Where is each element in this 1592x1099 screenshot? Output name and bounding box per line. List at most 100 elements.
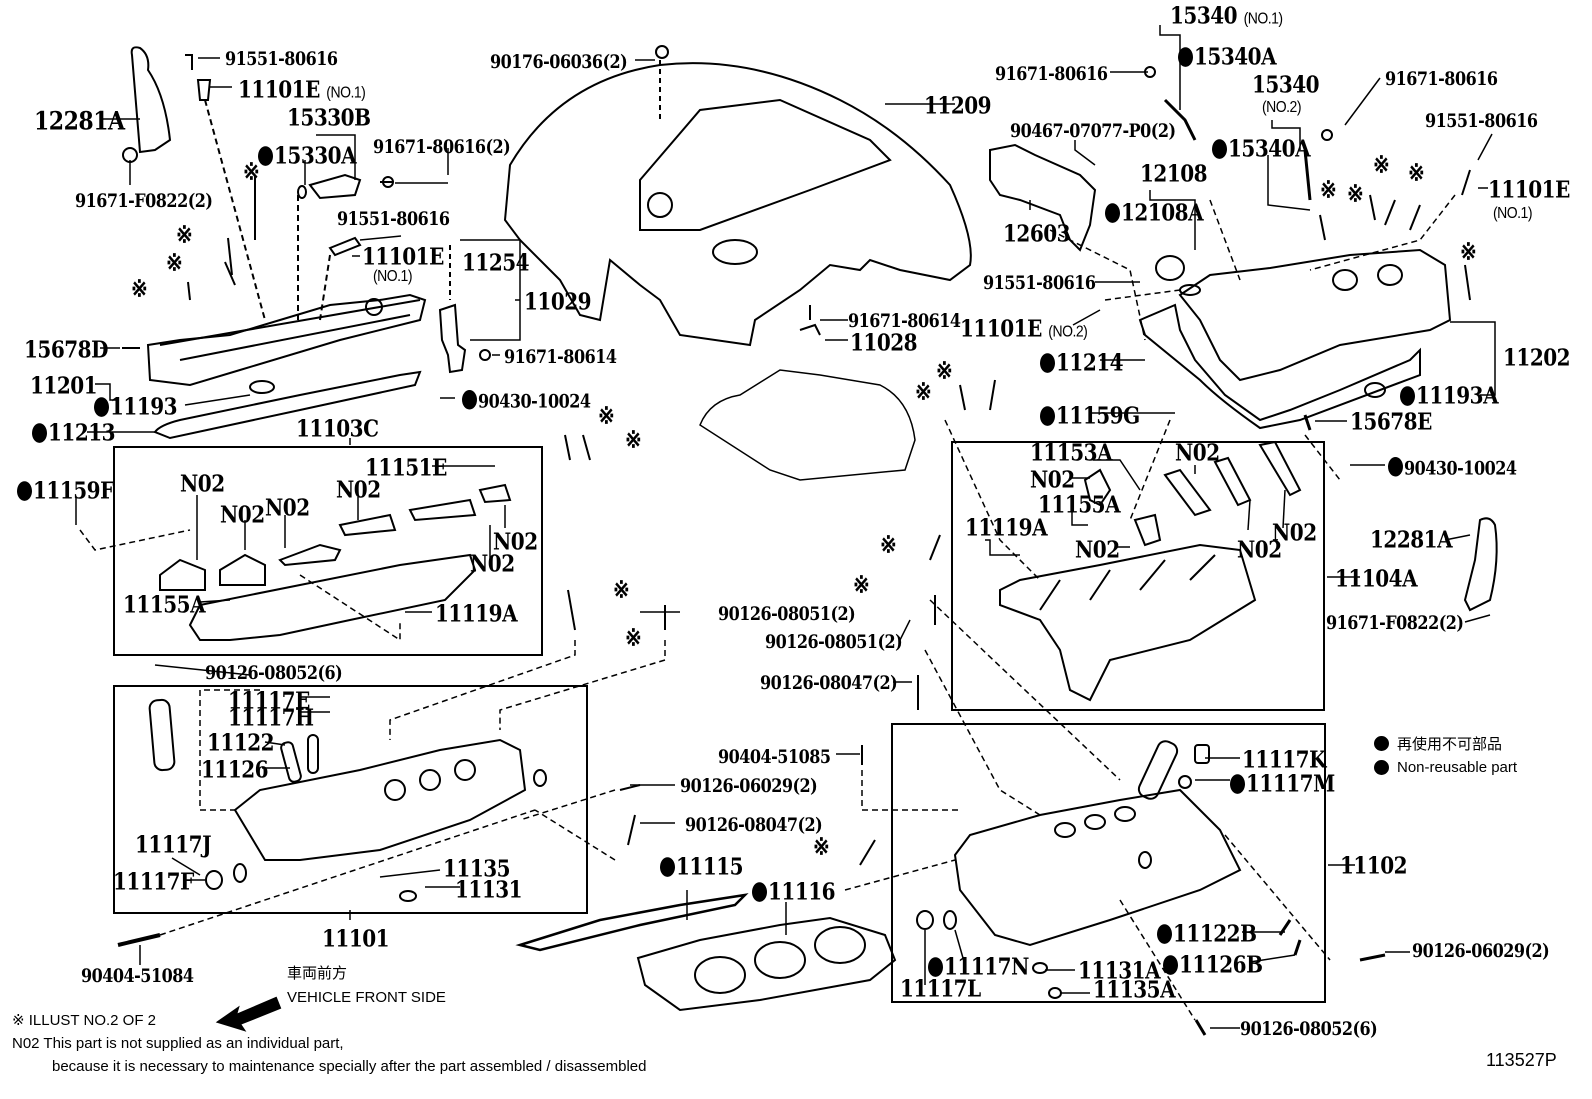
part-label-11159G[interactable]: 11159G xyxy=(1040,404,1140,427)
part-label-91671-80614-left[interactable]: 91671-80614 xyxy=(504,345,617,368)
part-label-90126-08051-b[interactable]: 90126-08051(2) xyxy=(765,630,903,653)
part-label-11104A[interactable]: 11104A xyxy=(1335,564,1418,593)
part-label-11155A-left[interactable]: 11155A xyxy=(123,590,206,619)
part-label-90126-06029-left[interactable]: 90126-06029(2) xyxy=(680,774,818,797)
part-label-91671-F0822[interactable]: 91671-F0822(2) xyxy=(75,189,213,212)
part-label-11117J[interactable]: 11117J xyxy=(135,830,212,859)
part-label-11202[interactable]: 11202 xyxy=(1503,343,1571,372)
part-label-91671-80614-mid[interactable]: 91671-80614 xyxy=(848,309,961,332)
part-label-11193[interactable]: 11193 xyxy=(94,395,178,418)
n02-note-line1: N02 This part is not supplied as an indi… xyxy=(12,1035,344,1052)
part-label-11103C[interactable]: 11103C xyxy=(296,414,379,443)
part-label-91551-80616-mr[interactable]: 91551-80616 xyxy=(983,271,1096,294)
part-label-90176-06036[interactable]: 90176-06036(2) xyxy=(490,50,628,73)
part-label-n02[interactable]: N02 xyxy=(180,469,225,498)
part-label-11101[interactable]: 11101 xyxy=(322,924,390,953)
asterisk-marker: ※ xyxy=(813,832,830,861)
part-label-91551-80616-mid[interactable]: 91551-80616 xyxy=(337,207,450,230)
part-label-15678D[interactable]: 15678D xyxy=(24,335,108,364)
part-label-11131[interactable]: 11131 xyxy=(455,875,523,904)
part-label-11254[interactable]: 11254 xyxy=(462,248,530,277)
part-label-11115[interactable]: 11115 xyxy=(660,855,744,878)
part-label-11101E-no2[interactable]: 11101E (NO.2) xyxy=(960,314,1088,343)
part-label-15340-no2-sub: (NO.2) xyxy=(1262,97,1302,116)
part-label-n02[interactable]: N02 xyxy=(265,493,310,522)
part-label-11101E-mid[interactable]: 11101E xyxy=(362,242,444,271)
part-label-11151E[interactable]: 11151E xyxy=(365,453,447,482)
part-label-11193A[interactable]: 11193A xyxy=(1400,384,1499,407)
part-label-15340A-a[interactable]: 15340A xyxy=(1178,45,1277,68)
part-label-11153A[interactable]: 11153A xyxy=(1030,438,1113,467)
part-label-90126-08047-b[interactable]: 90126-08047(2) xyxy=(685,813,823,836)
part-label-11201[interactable]: 11201 xyxy=(30,371,98,400)
part-label-11117H[interactable]: 11117H xyxy=(228,703,314,732)
part-label-11116[interactable]: 11116 xyxy=(752,880,836,903)
bracket-12603-drawing xyxy=(989,143,1097,252)
part-label-11119A-left[interactable]: 11119A xyxy=(435,599,518,628)
part-label-11159F[interactable]: 11159F xyxy=(17,479,114,502)
part-label-n02[interactable]: N02 xyxy=(470,549,515,578)
part-label-90404-51085[interactable]: 90404-51085 xyxy=(718,745,831,768)
part-label-11117E[interactable]: 11117E xyxy=(228,686,310,715)
part-label-15340-no2[interactable]: 15340 xyxy=(1252,70,1320,99)
part-label-11117K[interactable]: 11117K xyxy=(1242,745,1326,774)
part-label-11214[interactable]: 11214 xyxy=(1040,351,1124,374)
part-label-11119A-right[interactable]: 11119A xyxy=(965,513,1048,542)
part-label-n02[interactable]: N02 xyxy=(1237,535,1282,564)
part-label-12281A[interactable]: 12281A xyxy=(34,106,125,137)
part-label-90126-08051-a[interactable]: 90126-08051(2) xyxy=(718,602,856,625)
part-label-15330A[interactable]: 15330A xyxy=(258,144,357,167)
part-label-90126-08052-right[interactable]: 90126-08052(6) xyxy=(1240,1017,1378,1040)
part-label-11029[interactable]: 11029 xyxy=(524,287,592,316)
part-label-15340-no1[interactable]: 15340 (NO.1) xyxy=(1170,1,1283,30)
part-label-15330B[interactable]: 15330B xyxy=(287,103,371,132)
part-label-11126[interactable]: 11126 xyxy=(201,755,269,784)
part-label-90126-08052-left[interactable]: 90126-08052(6) xyxy=(205,661,343,684)
part-label-11028[interactable]: 11028 xyxy=(850,328,918,357)
part-label-11117N[interactable]: 11117N xyxy=(928,955,1029,978)
part-label-90404-51084[interactable]: 90404-51084 xyxy=(81,964,194,987)
part-label-n02[interactable]: N02 xyxy=(1175,438,1220,467)
part-label-n02[interactable]: N02 xyxy=(336,475,381,504)
part-label-n02[interactable]: N02 xyxy=(493,527,538,556)
part-label-11155A-right[interactable]: 11155A xyxy=(1038,490,1121,519)
camshaft-housing-11104A-drawing xyxy=(999,543,1257,702)
part-label-12603[interactable]: 12603 xyxy=(1003,219,1071,248)
part-label-91671-F0822-right[interactable]: 91671-F0822(2) xyxy=(1326,611,1464,634)
part-label-n02[interactable]: N02 xyxy=(1272,518,1317,547)
part-label-12108[interactable]: 12108 xyxy=(1140,159,1208,188)
asterisk-marker: ※ xyxy=(853,570,870,599)
part-label-11135A[interactable]: 11135A xyxy=(1093,975,1176,1004)
part-label-90430-10024-right[interactable]: 90430-10024 xyxy=(1388,457,1517,478)
part-label-91671-80616-tr2[interactable]: 91671-80616 xyxy=(1385,67,1498,90)
part-label-11135[interactable]: 11135 xyxy=(443,854,511,883)
part-label-90467-07077[interactable]: 90467-07077-P0(2) xyxy=(1010,119,1176,142)
part-label-91671-80616-2[interactable]: 91671-80616(2) xyxy=(373,135,511,158)
part-label-15678E[interactable]: 15678E xyxy=(1350,407,1432,436)
part-label-11213[interactable]: 11213 xyxy=(32,421,116,444)
part-label-12281A-right[interactable]: 12281A xyxy=(1370,525,1453,554)
part-label-12108A[interactable]: 12108A xyxy=(1105,201,1204,224)
part-label-11102[interactable]: 11102 xyxy=(1340,851,1408,880)
part-label-90126-06029-right[interactable]: 90126-06029(2) xyxy=(1412,939,1550,962)
part-label-11131A[interactable]: 11131A xyxy=(1078,956,1161,985)
part-label-90126-08047-a[interactable]: 90126-08047(2) xyxy=(760,671,898,694)
part-label-91671-80616-tr1[interactable]: 91671-80616 xyxy=(995,62,1108,85)
part-label-11122B[interactable]: 11122B xyxy=(1157,922,1257,945)
part-label-n02[interactable]: N02 xyxy=(1030,465,1075,494)
part-label-11209[interactable]: 11209 xyxy=(924,91,992,120)
part-label-11122[interactable]: 11122 xyxy=(207,728,275,757)
asterisk-marker: ※ xyxy=(613,575,630,604)
part-label-90430-10024-left[interactable]: 90430-10024 xyxy=(462,390,591,411)
part-label-n02[interactable]: N02 xyxy=(220,500,265,529)
part-label-11126B[interactable]: 11126B xyxy=(1163,953,1263,976)
part-label-11117M[interactable]: 11117M xyxy=(1230,772,1335,795)
part-label-11101E-tr[interactable]: 11101E xyxy=(1488,175,1570,204)
part-label-11101E-no1[interactable]: 11101E (NO.1) xyxy=(238,75,366,104)
part-label-15340A-b[interactable]: 15340A xyxy=(1212,137,1311,160)
part-label-91551-80616[interactable]: 91551-80616 xyxy=(225,47,338,70)
part-label-91551-80616-tr[interactable]: 91551-80616 xyxy=(1425,109,1538,132)
part-label-11117L[interactable]: 11117L xyxy=(900,974,981,1003)
part-label-11117F[interactable]: 11117F xyxy=(113,867,194,896)
part-label-n02[interactable]: N02 xyxy=(1075,535,1120,564)
